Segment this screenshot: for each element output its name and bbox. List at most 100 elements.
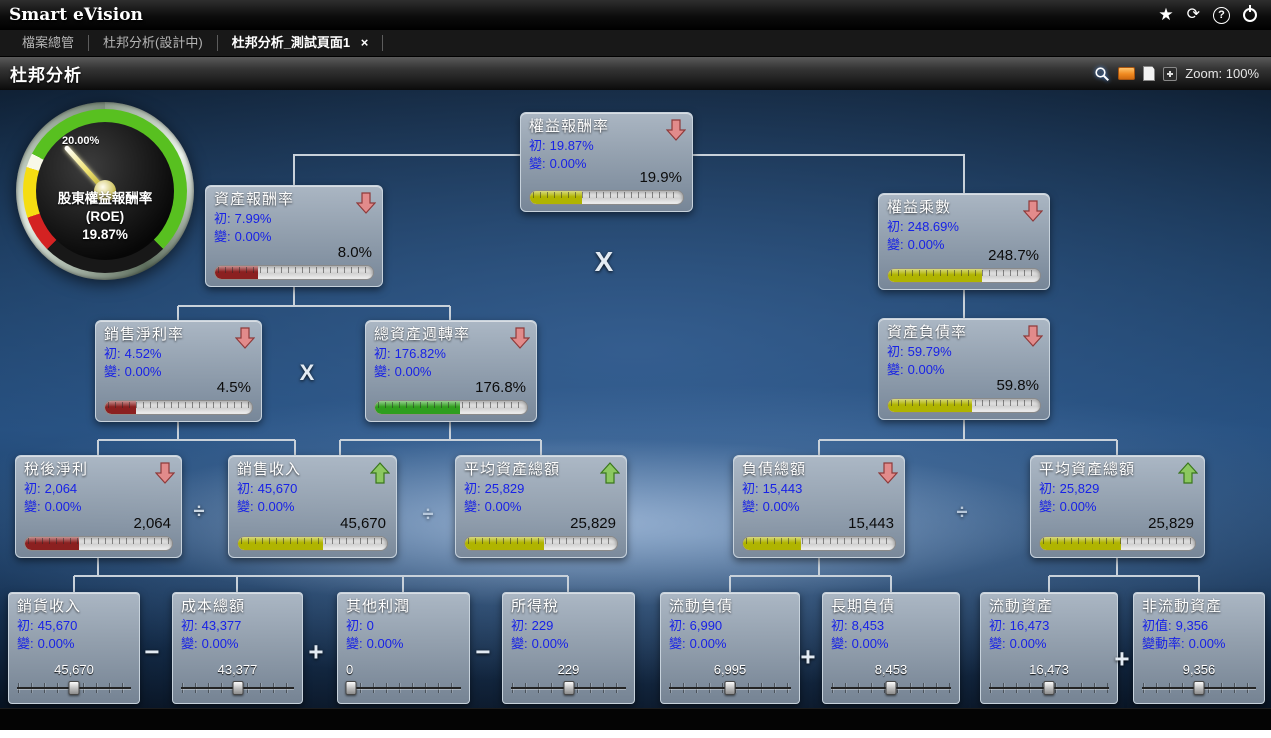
operator-symbol: X (594, 246, 614, 277)
change-label: 變: (669, 636, 686, 651)
initial-value: 25,829 (484, 481, 525, 496)
tab-label: 杜邦分析_測試頁面1 (231, 35, 351, 50)
dupont-node-dr[interactable]: 資產負債率初:59.79%變:0.00%59.8% (878, 318, 1050, 420)
initial-value: 43,377 (201, 618, 242, 633)
app-header: Smart eVision ★ ⟳ ? (0, 0, 1271, 30)
node-initial-row: 初:43,377 (181, 617, 294, 635)
zoom-search-icon[interactable] (1094, 66, 1110, 82)
initial-label: 初: (1039, 481, 1056, 496)
zoom-in-icon[interactable] (1163, 66, 1178, 81)
initial-value: 176.82% (394, 346, 446, 361)
node-initial-row: 初:45,670 (17, 617, 131, 635)
initial-label: 初: (374, 346, 391, 361)
initial-label: 初: (887, 344, 904, 359)
slider-handle[interactable] (1043, 681, 1055, 695)
value-slider[interactable] (17, 680, 131, 696)
dupont-node-roa[interactable]: 資產報酬率初:7.99%變:0.00%8.0% (205, 185, 383, 287)
help-icon[interactable]: ? (1213, 6, 1230, 24)
node-change-row: 變:0.00% (346, 635, 461, 653)
value-bar (1039, 536, 1196, 551)
change-label: 變: (17, 636, 34, 651)
trend-down-icon (1022, 324, 1044, 348)
change-label: 變: (887, 237, 904, 252)
dupont-node-roe[interactable]: 權益報酬率初:19.87%變:0.00%19.9% (520, 112, 693, 212)
value-bar (887, 398, 1041, 413)
node-change-row: 變:0.00% (17, 635, 131, 653)
trend-down-icon (1022, 199, 1044, 223)
change-label: 變: (374, 364, 391, 379)
dupont-node-npm[interactable]: 銷售淨利率初:4.52%變:0.00%4.5% (95, 320, 262, 422)
favorite-star-icon[interactable]: ★ (1158, 5, 1174, 24)
initial-value: 0 (366, 618, 374, 633)
initial-label: 初: (181, 618, 198, 633)
slider-handle[interactable] (563, 681, 574, 695)
node-initial-row: 初:0 (346, 617, 461, 635)
node-value: 4.5% (216, 379, 251, 396)
node-value: 15,443 (848, 515, 894, 532)
slider-handle[interactable] (885, 681, 897, 695)
node-initial-row: 初:4.52% (104, 345, 253, 363)
slider-handle[interactable] (1193, 681, 1205, 695)
value-slider[interactable] (989, 680, 1109, 696)
dupont-node-em[interactable]: 權益乘數初:248.69%變:0.00%248.7% (878, 193, 1050, 290)
node-initial-row: 初:2,064 (24, 480, 173, 498)
dupont-node-tat[interactable]: 總資產週轉率初:176.82%變:0.00%176.8% (365, 320, 537, 422)
document-icon-shape (1143, 66, 1156, 81)
node-change-row: 變:0.00% (511, 635, 626, 653)
value-slider[interactable] (181, 680, 294, 696)
document-icon[interactable] (1143, 66, 1156, 81)
power-icon[interactable] (1243, 8, 1257, 22)
tab-dupont-design[interactable]: 杜邦分析(設計中) (89, 35, 218, 51)
value-slider[interactable] (345, 680, 461, 696)
value-slider[interactable] (511, 680, 626, 696)
node-title: 權益乘數 (887, 199, 952, 216)
change-value: 0.00% (44, 499, 82, 514)
node-change-row: 變:0.00% (214, 228, 374, 246)
initial-label: 初: (17, 618, 34, 633)
slider-handle[interactable] (724, 681, 736, 695)
operator-symbol: ÷ (193, 500, 205, 523)
change-label: 變: (831, 636, 848, 651)
node-change-row: 變:0.00% (989, 635, 1109, 653)
value-bar (742, 536, 896, 551)
change-label: 變動率: (1142, 636, 1185, 651)
tab-close-icon[interactable]: × (360, 35, 369, 50)
node-title: 平均資產總額 (1039, 461, 1136, 478)
value-slider[interactable] (831, 680, 951, 696)
change-value: 0.00% (907, 362, 945, 377)
node-title: 平均資產總額 (464, 461, 561, 478)
bar-ticks (241, 538, 384, 544)
operator-symbol: X (299, 360, 315, 385)
refresh-icon[interactable]: ⟳ (1186, 6, 1200, 23)
node-initial-row: 初值:9,356 (1142, 617, 1256, 635)
tab-file-explorer[interactable]: 檔案總管 (8, 35, 90, 51)
bar-ticks (108, 402, 249, 408)
initial-value: 229 (531, 618, 554, 633)
slider-handle[interactable] (68, 681, 80, 695)
operator-symbol: ÷ (956, 501, 968, 524)
value-slider[interactable] (1142, 680, 1256, 696)
initial-value: 19.87% (549, 138, 594, 153)
value-bar (104, 400, 253, 415)
value-bar (887, 268, 1041, 283)
presentation-icon[interactable] (1118, 67, 1136, 80)
value-slider[interactable] (669, 680, 791, 696)
slider-handle[interactable] (232, 681, 243, 695)
change-value: 0.00% (762, 499, 800, 514)
slider-handle[interactable] (345, 681, 357, 695)
tab-dupont-test-page[interactable]: 杜邦分析_測試頁面1 × (218, 35, 384, 51)
